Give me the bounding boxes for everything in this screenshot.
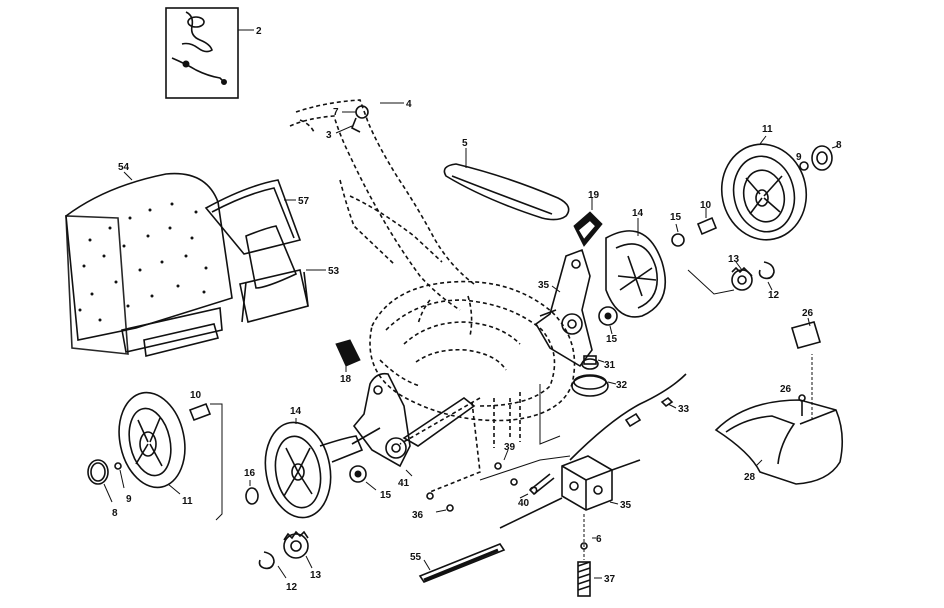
part-18-pad: [335, 339, 361, 372]
callout-11-upper: 11: [762, 124, 773, 135]
part-15-gear-upper: [598, 306, 618, 335]
callout-15-upper-axle: 15: [670, 212, 682, 223]
callout-54: 54: [118, 162, 130, 173]
callout-10-lower: 10: [190, 390, 202, 401]
part-5-belt: [443, 148, 570, 221]
callout-35-upper: 35: [538, 280, 550, 291]
callout-15-lower: 15: [380, 490, 392, 501]
callout-9-upper: 9: [796, 152, 802, 163]
callout-26-bolt: 26: [780, 384, 792, 395]
callout-15-upper-gear: 15: [606, 334, 618, 345]
callout-28: 28: [744, 472, 756, 483]
part-28-chute: [714, 399, 844, 485]
callout-labels: 2 4 7 3 5 54 57 53 19 14 15 10 11 9 8 13…: [112, 26, 842, 593]
callout-9-lower: 9: [126, 494, 132, 505]
callout-8-upper: 8: [836, 140, 842, 151]
part-33-cable: [569, 373, 687, 461]
callout-33: 33: [678, 404, 690, 415]
callout-8-lower: 8: [112, 508, 118, 519]
callout-2: 2: [256, 26, 262, 37]
callout-55: 55: [410, 552, 422, 563]
callout-14-upper: 14: [632, 208, 644, 219]
axle-lines: [399, 384, 571, 493]
callout-35-lower: 35: [620, 500, 632, 511]
callout-12-upper: 12: [768, 290, 780, 301]
part-35-bracket-upper: [534, 248, 593, 368]
parts-39-36-40: [426, 449, 555, 513]
callout-13-upper: 13: [728, 254, 740, 265]
callout-7: 7: [333, 107, 339, 118]
callout-40: 40: [518, 498, 530, 509]
callout-13-lower: 13: [310, 570, 322, 581]
part-26-bolt: [798, 354, 813, 420]
part-14-hubcap-upper: [605, 218, 666, 318]
callout-26-label: 26: [802, 308, 814, 319]
grass-bag-texture: [78, 202, 208, 322]
handle-assembly: [289, 99, 475, 311]
callout-19: 19: [588, 190, 600, 201]
callout-6: 6: [596, 534, 602, 545]
callout-18: 18: [340, 374, 352, 385]
part-31-32-cap: [571, 355, 617, 397]
callout-31: 31: [604, 360, 616, 371]
callout-5: 5: [462, 138, 468, 149]
callout-14-lower: 14: [290, 406, 302, 417]
part-14-wheel-lower: [264, 418, 364, 519]
parts-upper-hubcap: [799, 145, 839, 171]
callout-37: 37: [604, 574, 616, 585]
part-19-pad: [573, 198, 603, 247]
callout-3: 3: [326, 130, 332, 141]
callout-41: 41: [398, 478, 410, 489]
part-54-grass-bag: [65, 171, 233, 357]
callout-4: 4: [406, 99, 412, 110]
callout-10-upper: 10: [700, 200, 712, 211]
parts-lower-hubcap: [87, 459, 125, 503]
callout-11-lower: 11: [182, 496, 193, 507]
part-57-53-bag-frame: [204, 179, 326, 323]
part-35-gearcase-lower: [499, 455, 641, 529]
part-11-wheel-upper: [720, 135, 808, 241]
callout-36: 36: [412, 510, 424, 521]
part-2-kit: [165, 7, 254, 99]
part-26-label: [790, 317, 822, 349]
part-6-37-spring: [577, 514, 602, 597]
callout-32: 32: [616, 380, 628, 391]
part-41-bracket-lower: [351, 372, 476, 477]
parts-upper-axle: [671, 208, 775, 295]
parts-lower-gear: [258, 530, 313, 579]
part-11-wheel-lower: [118, 391, 186, 495]
callout-12-lower: 12: [286, 582, 298, 593]
callout-16: 16: [244, 468, 256, 479]
callout-57: 57: [298, 196, 310, 207]
parts-lower-axle: [188, 402, 377, 521]
part-55-rod: [418, 543, 506, 583]
callout-39: 39: [504, 442, 516, 453]
callout-53: 53: [328, 266, 340, 277]
